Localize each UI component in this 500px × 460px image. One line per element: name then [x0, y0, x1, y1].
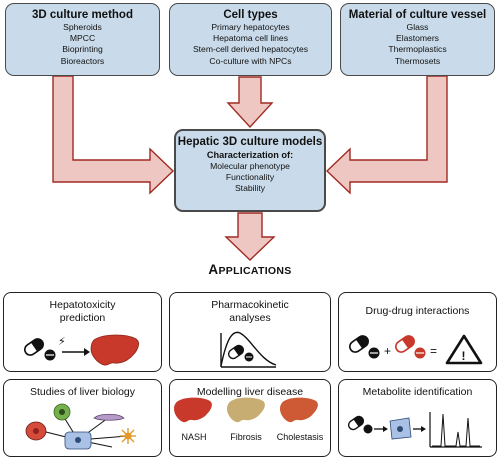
warning-triangle-icon	[445, 334, 483, 365]
arrow-from-cell-types	[226, 76, 274, 129]
chromatogram-icon	[429, 412, 482, 448]
culture-method-item: Spheroids	[63, 22, 102, 32]
cell-types-item: Co-culture with NPCs	[209, 55, 292, 66]
cell-types-item: Hepatoma cell lines	[213, 33, 288, 44]
hub-item: Molecular phenotype	[210, 161, 290, 171]
hepatic-3d-models-box: Hepatic 3D culture models Characterizati…	[174, 129, 326, 212]
arrow-from-culture-method	[52, 75, 175, 195]
arrow-to-applications	[224, 212, 276, 261]
pill-icon	[227, 344, 245, 360]
vessel-material-item: Glass	[406, 22, 429, 32]
vessel-material-box: Material of culture vessel Glass Elastom…	[340, 3, 495, 76]
liver-cholestasis-icon	[280, 397, 318, 423]
app-title-line: Metabolite identification	[362, 386, 473, 398]
hub-item: Functionality	[225, 172, 275, 183]
tablet-icon	[363, 424, 373, 434]
pk-curve-icon	[220, 331, 277, 368]
cell-types-item: Stem-cell derived hepatocytes	[192, 44, 309, 55]
culture-method-item: MPCC	[69, 33, 96, 44]
lightning-icon: ⚡	[58, 335, 66, 348]
liver-fibrosis-icon	[227, 397, 265, 423]
culture-method-title: 3D culture method	[32, 9, 133, 21]
culture-method-item: Bioprinting	[62, 44, 103, 55]
endothelial-cell-icon	[93, 413, 125, 421]
hub-item: Stability	[234, 183, 266, 194]
pill-icon	[349, 335, 369, 353]
app-title-line: Pharmacokinetic	[211, 299, 289, 311]
pill-icon	[347, 415, 365, 431]
warning-exclamation: !	[462, 349, 466, 363]
vessel-material-item: Elastomers	[396, 33, 439, 44]
hub-title: Hepatic 3D culture models	[177, 136, 323, 148]
vessel-material-title: Material of culture vessel	[348, 9, 487, 21]
liver-nash-icon	[174, 397, 212, 423]
app-title-line: Modelling liver disease	[196, 386, 304, 398]
culture-method-box: 3D culture method Spheroids MPCC Bioprin…	[5, 3, 160, 76]
cell-types-title: Cell types	[223, 9, 278, 21]
cell-types-item: Primary hepatocytes	[211, 22, 290, 32]
vessel-material-item: Thermoplastics	[388, 44, 447, 55]
liver-icon	[90, 334, 139, 366]
liver-label-nash: NASH	[181, 432, 207, 442]
app-metabolite-id: Metabolite identification	[338, 379, 497, 457]
applications-heading-cap: A	[208, 262, 219, 277]
plus-sign: +	[384, 344, 391, 358]
applications-heading: APPLICATIONS	[0, 262, 500, 277]
app-title-line: analyses	[229, 312, 271, 324]
liver-label-cholestasis: Cholestasis	[276, 432, 324, 442]
cell-types-box: Cell types Primary hepatocytes Hepatoma …	[169, 3, 332, 76]
liver-label-fibrosis: Fibrosis	[230, 432, 262, 442]
hub-subtitle: Characterization of:	[206, 150, 294, 160]
applications-heading-rest: PPLICATIONS	[218, 265, 292, 277]
app-title-line: Drug-drug interactions	[365, 305, 470, 317]
culture-method-item: Bioreactors	[60, 55, 105, 66]
app-title-line: Studies of liver biology	[29, 386, 136, 398]
vessel-material-item: Thermosets	[394, 55, 441, 66]
pill-icon	[24, 338, 44, 356]
app-hepatotoxicity: Hepatotoxicity prediction	[3, 292, 162, 372]
arrow-from-vessel-material	[325, 75, 448, 195]
app-title-line: prediction	[59, 312, 106, 324]
pill-red-icon	[395, 335, 415, 353]
equals-sign: =	[430, 344, 437, 358]
app-title-line: Hepatotoxicity	[49, 299, 116, 311]
